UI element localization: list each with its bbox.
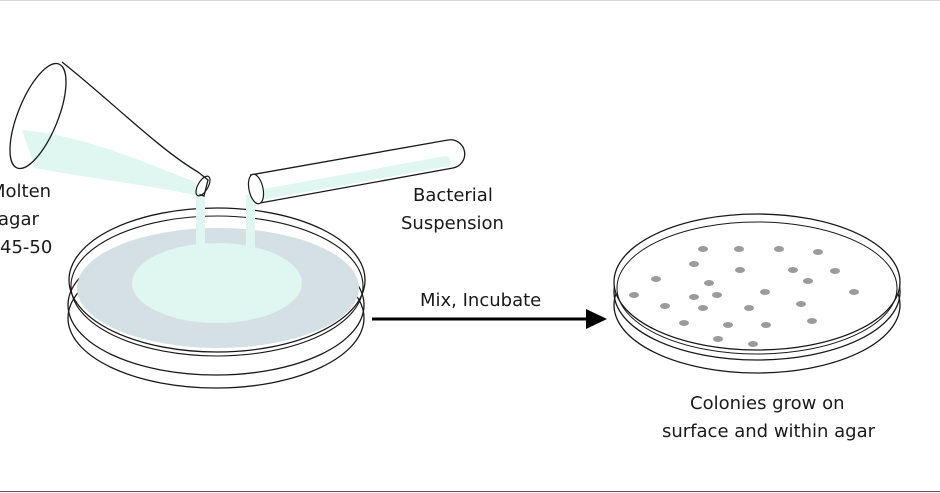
colony <box>723 322 733 328</box>
colony <box>660 303 670 309</box>
colony <box>735 267 745 273</box>
colony <box>761 322 771 328</box>
colony <box>713 336 723 342</box>
molten-agar-label-line3: 45-50 <box>0 237 53 258</box>
petri-dish-left <box>67 207 366 389</box>
colony <box>830 268 840 274</box>
colony <box>679 320 689 326</box>
mixture-pool <box>132 243 302 323</box>
colony <box>698 305 708 311</box>
colony <box>712 292 722 298</box>
bottom-border <box>0 491 940 492</box>
colony <box>629 292 639 298</box>
conical-flask-icon <box>9 61 211 197</box>
colony <box>651 276 661 282</box>
top-border <box>0 0 940 1</box>
mix-incubate-label: Mix, Incubate <box>420 290 542 311</box>
colony <box>796 301 806 307</box>
colony <box>813 249 823 255</box>
result-label-line1: Colonies grow on <box>690 393 845 414</box>
colony <box>803 278 813 284</box>
colony <box>774 246 784 252</box>
colony <box>744 305 754 311</box>
bacterial-suspension-label-line1: Bacterial <box>413 185 493 206</box>
colony <box>849 289 859 295</box>
colonies-group <box>629 246 859 347</box>
colony <box>760 289 770 295</box>
colony <box>788 267 798 273</box>
colony <box>807 318 817 324</box>
suspension-stream <box>246 195 255 253</box>
molten-agar-label-line2: agar <box>0 209 39 230</box>
result-label-line2: surface and within agar <box>662 421 876 442</box>
colony <box>689 261 699 267</box>
agar-stream <box>196 195 205 250</box>
colony <box>734 246 744 252</box>
right-arrow-icon <box>372 309 607 329</box>
bacterial-suspension-label-line2: Suspension <box>401 213 504 234</box>
petri-dish-with-colonies-icon <box>613 213 901 374</box>
colony <box>748 341 758 347</box>
colony <box>704 280 714 286</box>
molten-agar-label-line1: Molten <box>0 181 52 202</box>
test-tube-icon <box>247 139 466 205</box>
colony <box>698 246 708 252</box>
colony <box>689 294 699 300</box>
